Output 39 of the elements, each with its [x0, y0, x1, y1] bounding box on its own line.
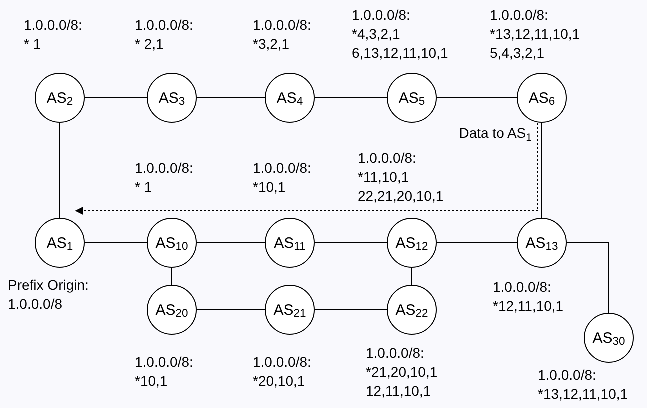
route-entry: 6,13,12,11,10,1	[352, 44, 448, 63]
route-entry: *20,10,1	[253, 372, 306, 391]
route-entry: 1.0.0.0/8:	[135, 159, 194, 178]
connector-line	[314, 242, 388, 244]
connector-line	[196, 242, 266, 244]
route-entry: * 1	[135, 178, 154, 197]
connector-line	[436, 242, 518, 244]
route-entry: 5,4,3,2,1	[490, 44, 546, 63]
route-entry: 1.0.0.0/8:	[24, 16, 82, 35]
dashed-arrow	[75, 122, 538, 215]
route-entry: 1.0.0.0/8:	[135, 353, 194, 372]
edge-label: Data to AS$_{1}$	[459, 125, 532, 142]
route-entry: *21,20,10,1	[366, 363, 438, 382]
route-entry: *12,11,10,1	[493, 297, 564, 316]
route-entry: 1.0.0.0/8:	[538, 366, 598, 385]
route-entry: *3,2,1	[253, 35, 291, 54]
route-entry: Prefix Origin:	[8, 276, 89, 295]
route-entry: *13,12,11,10,1	[490, 25, 580, 44]
route-entry: *10,1	[135, 372, 169, 391]
route-entry: 1.0.0.0/8:	[493, 278, 552, 297]
connector-line	[566, 242, 610, 314]
route-entry: 1.0.0.0/8:	[253, 16, 312, 35]
route-entry: 1.0.0.0/8:	[358, 149, 418, 168]
route-entry: *13,12,11,10,1	[538, 385, 628, 404]
route-entry: * 2,1	[135, 35, 165, 54]
route-entry: *4,3,2,1	[352, 25, 402, 44]
connector-line	[84, 242, 148, 244]
route-entry: *10,1	[253, 178, 287, 197]
route-entry: 1.0.0.0/8	[8, 295, 64, 314]
route-entry: 1.0.0.0/8:	[135, 16, 194, 35]
route-entry: 22,21,20,10,1	[358, 187, 444, 206]
route-entry: 1.0.0.0/8:	[490, 6, 550, 25]
route-entry: * 1	[24, 35, 42, 54]
route-entry: 1.0.0.0/8:	[366, 344, 426, 363]
route-entry: 12,11,10,1	[366, 382, 432, 401]
route-entry: 1.0.0.0/8:	[253, 353, 312, 372]
route-entry: 1.0.0.0/8:	[253, 159, 312, 178]
route-entry: *11,10,1	[358, 168, 410, 187]
route-entry: 1.0.0.0/8:	[352, 6, 412, 25]
